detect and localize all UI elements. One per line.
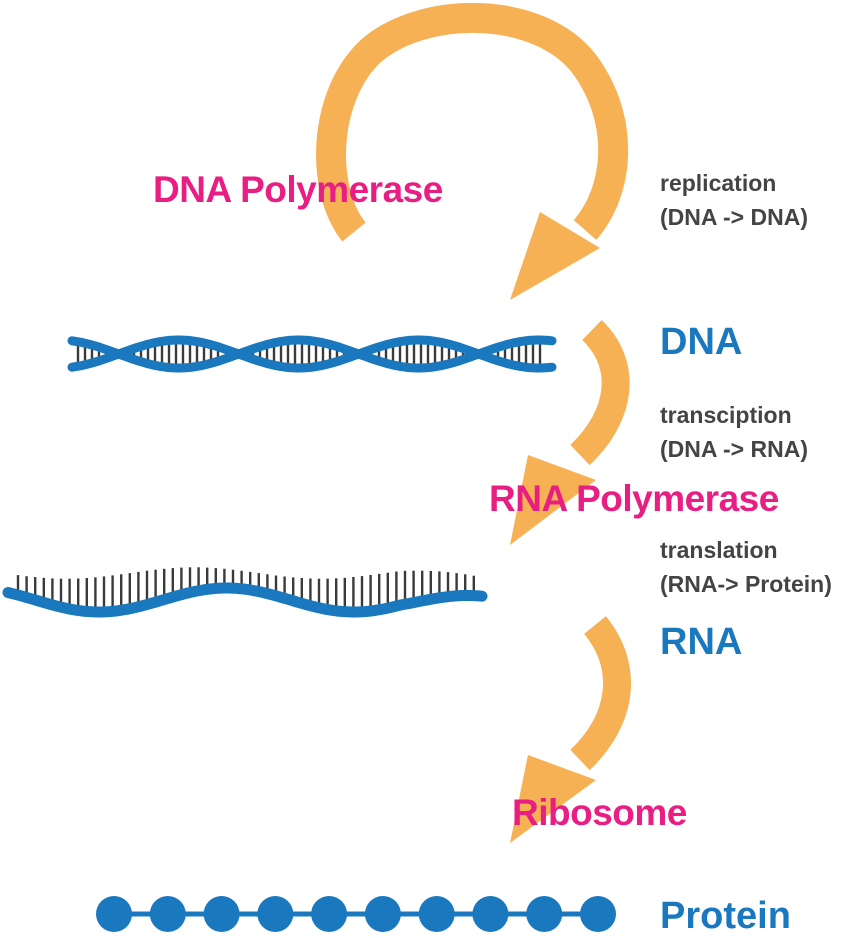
process-name: transciption (660, 402, 792, 428)
amino-acid-bead (311, 896, 348, 932)
protein-chain-icon (96, 896, 616, 932)
amino-acid-bead (149, 896, 186, 932)
amino-acid-bead (364, 896, 401, 932)
amino-acid-bead (257, 896, 294, 932)
curved-arrow-icon (510, 319, 630, 545)
rna-polymerase-label: RNA Polymerase (489, 478, 779, 519)
amino-acid-bead (418, 896, 455, 932)
transcription-process: transciption (DNA -> RNA) (660, 398, 808, 466)
circular-arrow-icon (316, 2, 629, 300)
process-detail: (RNA-> Protein) (660, 571, 832, 597)
rna-label: RNA (660, 621, 743, 663)
dna-label: DNA (660, 321, 743, 363)
dna-helix-icon (67, 335, 557, 373)
amino-acid-bead (472, 896, 509, 932)
amino-acid-bead (526, 896, 563, 932)
process-name: replication (660, 170, 777, 196)
process-name: translation (660, 537, 778, 563)
protein-label: Protein (660, 895, 791, 937)
amino-acid-bead (203, 896, 240, 932)
replication-process: replication (DNA -> DNA) (660, 166, 808, 234)
translation-process: translation (RNA-> Protein) (660, 533, 832, 601)
dna-polymerase-label: DNA Polymerase (153, 169, 443, 210)
process-detail: (DNA -> RNA) (660, 436, 808, 462)
curved-arrow-icon (510, 616, 631, 843)
process-detail: (DNA -> DNA) (660, 204, 808, 230)
rna-strand-icon (2, 567, 488, 618)
amino-acid-bead (580, 896, 616, 932)
ribosome-label: Ribosome (512, 792, 687, 833)
amino-acid-bead (96, 896, 132, 932)
